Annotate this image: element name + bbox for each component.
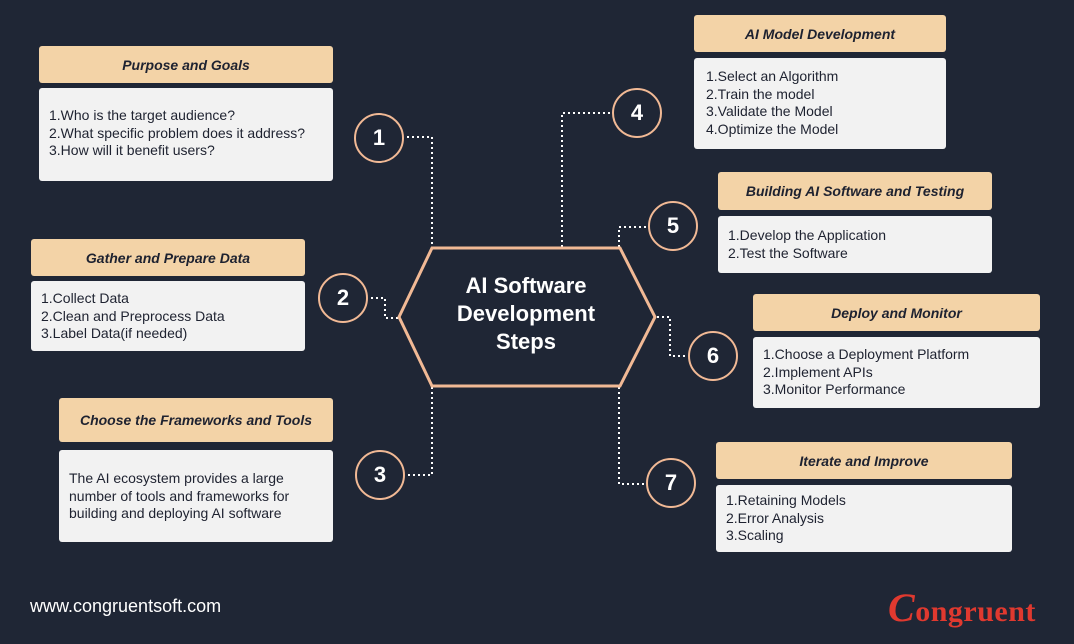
step-5-item: 2.Test the Software [728, 244, 848, 261]
center-title-line-2: Development [456, 301, 596, 326]
step-4-item: 4.Optimize the Model [706, 120, 839, 137]
step-3-header: Choose the Frameworks and Tools [59, 398, 333, 442]
step-3-item: The AI ecosystem provides a large [69, 470, 284, 486]
step-3-number-badge: 3 [355, 450, 405, 500]
step-2-item: 2.Clean and Preprocess Data [41, 307, 225, 324]
step-1-item: 1.Who is the target audience? [49, 107, 236, 123]
step-4-item: 1.Select an Algorithm [706, 68, 839, 84]
center-hexagon [397, 246, 657, 388]
step-7-item: 3.Scaling [726, 527, 784, 543]
step-2-body: 1.Collect Data 2.Clean and Preprocess Da… [31, 281, 305, 351]
step-7-item: 2.Error Analysis [726, 509, 825, 526]
step-3-item: number of tools and frameworks for [69, 487, 290, 504]
step-5-item: 1.Develop the Application [728, 227, 886, 243]
step-1-body: 1.Who is the target audience? 2.What spe… [39, 88, 333, 181]
center-title-line-1: AI Software [465, 273, 587, 298]
step-3-item: building and deploying AI software [69, 505, 282, 521]
step-7-body: 1.Retaining Models 2.Error Analysis 3.Sc… [716, 485, 1012, 552]
step-6-header: Deploy and Monitor [753, 294, 1040, 331]
step-4-number-badge: 4 [612, 88, 662, 138]
step-5-header: Building AI Software and Testing [718, 172, 992, 210]
step-4-body: 1.Select an Algorithm 2.Train the model … [694, 58, 946, 149]
congruent-logo: Congruent [888, 584, 1036, 631]
step-6-number-badge: 6 [688, 331, 738, 381]
step-1-number-badge: 1 [354, 113, 404, 163]
step-4-item: 3.Validate the Model [706, 103, 833, 119]
step-6-item: 2.Implement APIs [763, 363, 873, 380]
step-1-header: Purpose and Goals [39, 46, 333, 83]
website-url[interactable]: www.congruentsoft.com [30, 596, 222, 616]
logo-initial: C [888, 585, 916, 630]
step-3-body: The AI ecosystem provides a large number… [59, 450, 333, 542]
step-7-number-badge: 7 [646, 458, 696, 508]
step-1-item: 2.What specific problem does it address? [49, 124, 306, 141]
step-5-body: 1.Develop the Application 2.Test the Sof… [718, 216, 992, 273]
step-2-item: 1.Collect Data [41, 290, 129, 306]
step-5-number-badge: 5 [648, 201, 698, 251]
step-6-body: 1.Choose a Deployment Platform 2.Impleme… [753, 337, 1040, 408]
step-2-header: Gather and Prepare Data [31, 239, 305, 276]
center-title: AI Software Development Steps [410, 272, 642, 356]
step-7-header: Iterate and Improve [716, 442, 1012, 479]
step-4-item: 2.Train the model [706, 85, 815, 102]
step-6-item: 1.Choose a Deployment Platform [763, 346, 970, 362]
center-title-line-3: Steps [496, 329, 556, 354]
step-4-header: AI Model Development [694, 15, 946, 52]
step-6-item: 3.Monitor Performance [763, 381, 906, 397]
step-7-item: 1.Retaining Models [726, 492, 846, 508]
step-2-number-badge: 2 [318, 273, 368, 323]
step-2-item: 3.Label Data(if needed) [41, 325, 188, 341]
step-1-item: 3.How will it benefit users? [49, 142, 215, 158]
logo-rest: ongruent [915, 595, 1036, 628]
